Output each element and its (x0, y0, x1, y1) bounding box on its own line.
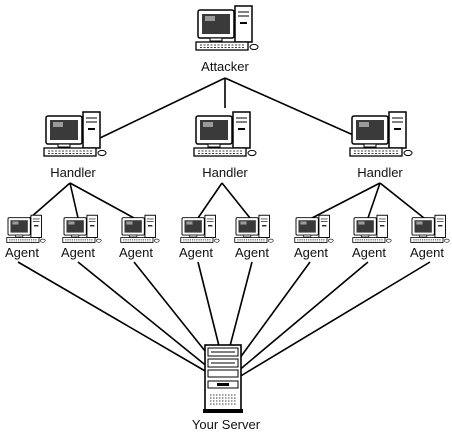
server-tower-icon (203, 344, 243, 413)
link-agent5-server (229, 261, 253, 347)
agent-label: Agent (179, 245, 213, 260)
link-agent1-server (17, 261, 213, 376)
agent-computer-icon (62, 214, 102, 243)
agent-computer-icon (294, 214, 334, 243)
handler-label: Handler (202, 165, 248, 180)
agent-label: Agent (352, 245, 386, 260)
link-handler3-agent6 (311, 182, 381, 219)
link-handler3-agent8 (379, 182, 425, 219)
agent-computer-icon (352, 214, 392, 243)
agent-computer-icon (410, 214, 450, 243)
attacker-label: Attacker (201, 59, 249, 74)
handler-label: Handler (50, 165, 96, 180)
handler-computer-icon (349, 111, 413, 157)
agent-label: Agent (119, 245, 153, 260)
server-label: Your Server (191, 417, 261, 432)
agent-label: Agent (61, 245, 95, 260)
link-attacker-handler-1 (99, 77, 226, 139)
link-agent3-server (133, 261, 218, 367)
link-handler1-agent1 (29, 182, 71, 219)
handler-computer-icon (43, 111, 107, 157)
link-agent2-server (77, 261, 215, 373)
agent-computer-icon (120, 214, 160, 243)
handler-label: Handler (357, 165, 403, 180)
agent-computer-icon (6, 214, 46, 243)
agent-computer-icon (234, 214, 274, 243)
connection-lines (17, 77, 431, 378)
link-handler2-agent4 (197, 182, 223, 219)
agent-computer-icon (180, 214, 220, 243)
agent-label: Agent (410, 245, 444, 260)
link-agent6-server (233, 261, 311, 367)
handler-computer-icon (193, 111, 257, 157)
link-agent8-server (238, 261, 431, 378)
link-agent7-server (236, 261, 369, 373)
link-handler1-agent2 (69, 182, 79, 219)
link-agent4-server (197, 261, 220, 347)
link-handler1-agent3 (69, 182, 135, 219)
link-handler2-agent5 (221, 182, 251, 219)
link-attacker-handler-3 (224, 77, 361, 139)
agent-label: Agent (235, 245, 269, 260)
agent-label: Agent (5, 245, 39, 260)
link-handler3-agent7 (367, 182, 381, 219)
agent-label: Agent (294, 245, 328, 260)
attacker-computer-icon (195, 5, 259, 51)
